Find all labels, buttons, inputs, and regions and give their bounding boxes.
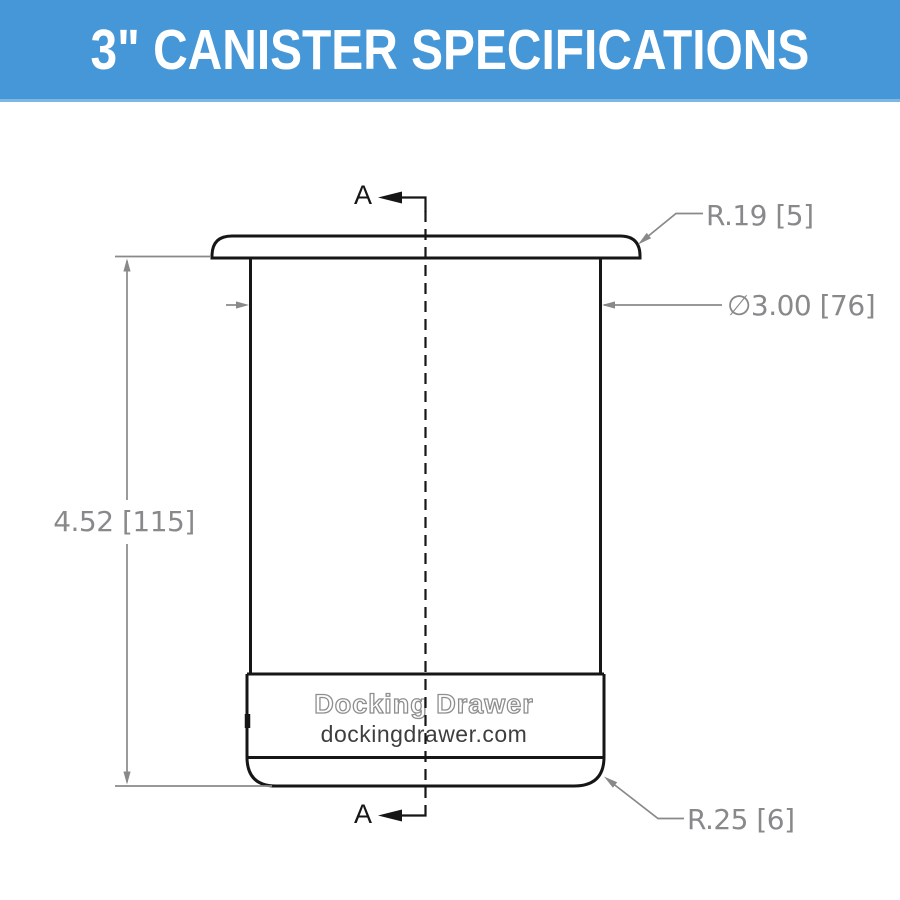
section-marker-top-arrow-icon: [378, 191, 402, 204]
bottom-radius-label: R.25 [6]: [687, 803, 795, 836]
flange-radius-label: R.19 [5]: [706, 199, 814, 232]
height-arrow-down-icon: [123, 771, 131, 785]
section-label-bottom: A: [354, 799, 372, 829]
section-marker-top: A: [354, 180, 427, 212]
section-label-top: A: [354, 180, 372, 210]
diameter-dim-label: ∅3.00 [76]: [727, 289, 875, 322]
bottom-radius-leader: [606, 778, 684, 820]
diameter-arrow-right-icon: [602, 301, 615, 309]
flange-radius-leader: [640, 212, 703, 243]
section-marker-top-line: [402, 196, 427, 212]
header-banner: 3" CANISTER SPECIFICATIONS: [0, 0, 900, 102]
height-dim-label: 4.52 [115]: [53, 505, 195, 538]
diameter-arrow-left-icon: [236, 301, 249, 309]
dimension-bottom-radius: R.25 [6]: [604, 776, 795, 836]
flange-outline: [210, 234, 642, 260]
flange-radius-arrow-icon: [638, 232, 652, 245]
collar-outline: [245, 674, 606, 788]
dimension-flange-radius: R.19 [5]: [638, 199, 814, 245]
section-marker-bottom-arrow-icon: [378, 809, 402, 822]
watermark-website: dockingdrawer.com: [321, 721, 528, 747]
watermark: Docking Drawer dockingdrawer.com: [314, 688, 534, 747]
dimension-overall-height: 4.52 [115]: [53, 255, 272, 787]
dimension-outer-diameter: ∅3.00 [76]: [226, 289, 876, 322]
height-arrow-up-icon: [123, 258, 131, 272]
bottom-radius-arrow-icon: [604, 776, 618, 788]
watermark-brand: Docking Drawer: [314, 689, 534, 719]
section-marker-bottom: A: [354, 799, 427, 829]
page-title: 3" CANISTER SPECIFICATIONS: [90, 17, 810, 82]
section-marker-bottom-line: [402, 806, 427, 817]
